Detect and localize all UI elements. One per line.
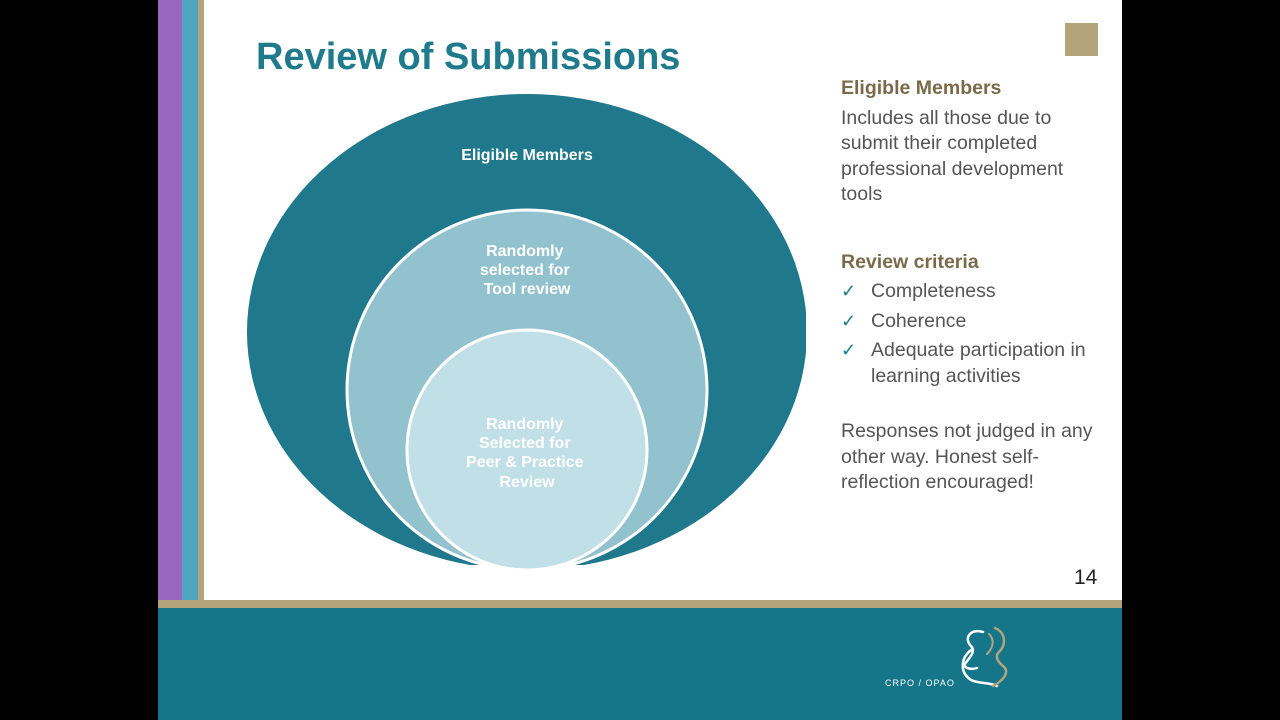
eligible-members-description: Includes all those due to submit their c… [841, 106, 1064, 206]
purple-accent-bar [158, 0, 182, 600]
figure-logo-icon [961, 626, 1008, 688]
criterion-label: Completeness [871, 280, 996, 302]
review-criteria-heading: Review criteria [841, 250, 979, 273]
blue-accent-bar [182, 0, 198, 600]
criterion-label: Adequate participation in learning activ… [871, 339, 1086, 387]
slide-title: Review of Submissions [256, 36, 681, 78]
page-number: 14 [1074, 566, 1098, 589]
middle-label-line: selected for [480, 262, 570, 279]
checkmark-icon: ✓ [841, 310, 857, 331]
nested-circles-diagram: Eligible Members Randomly selected for T… [247, 94, 806, 572]
eligible-members-heading: Eligible Members [841, 77, 1002, 99]
closing-note: Responses not judged in any other way. H… [841, 420, 1093, 493]
list-item: ✓ Completeness [841, 279, 1101, 305]
tan-accent-bar [198, 0, 204, 600]
middle-label-line: Randomly [486, 243, 563, 260]
criterion-label: Coherence [871, 309, 967, 332]
side-panel: Eligible Members Includes all those due … [841, 76, 1101, 496]
checkmark-icon: ✓ [841, 281, 857, 301]
checkmark-icon: ✓ [841, 340, 857, 360]
footer-divider [158, 600, 1122, 608]
inner-label-line: Selected for [479, 435, 571, 452]
middle-circle-label: Randomly selected for Tool review [480, 243, 574, 298]
corner-square-decoration [1065, 23, 1098, 56]
list-item: ✓ Coherence [841, 309, 1101, 335]
inner-label-line: Randomly [486, 416, 563, 433]
crpo-logo: CRPO / OPAO [885, 626, 1008, 688]
inner-label-line: Review [499, 474, 555, 491]
list-item: ✓ Adequate participation in learning act… [841, 338, 1101, 389]
outer-circle-label: Eligible Members [461, 147, 593, 164]
footer-band [158, 608, 1122, 720]
middle-label-line: Tool review [484, 281, 571, 298]
inner-circle-label: Randomly Selected for Peer & Practice Re… [466, 416, 588, 491]
logo-text: CRPO / OPAO [885, 678, 955, 688]
inner-label-line: Peer & Practice [466, 454, 584, 471]
criteria-list: ✓ Completeness ✓ Coherence ✓ Adequate pa… [841, 279, 1101, 389]
slide: Review of Submissions Eligible Members R… [158, 0, 1122, 720]
inner-circle [405, 328, 649, 572]
